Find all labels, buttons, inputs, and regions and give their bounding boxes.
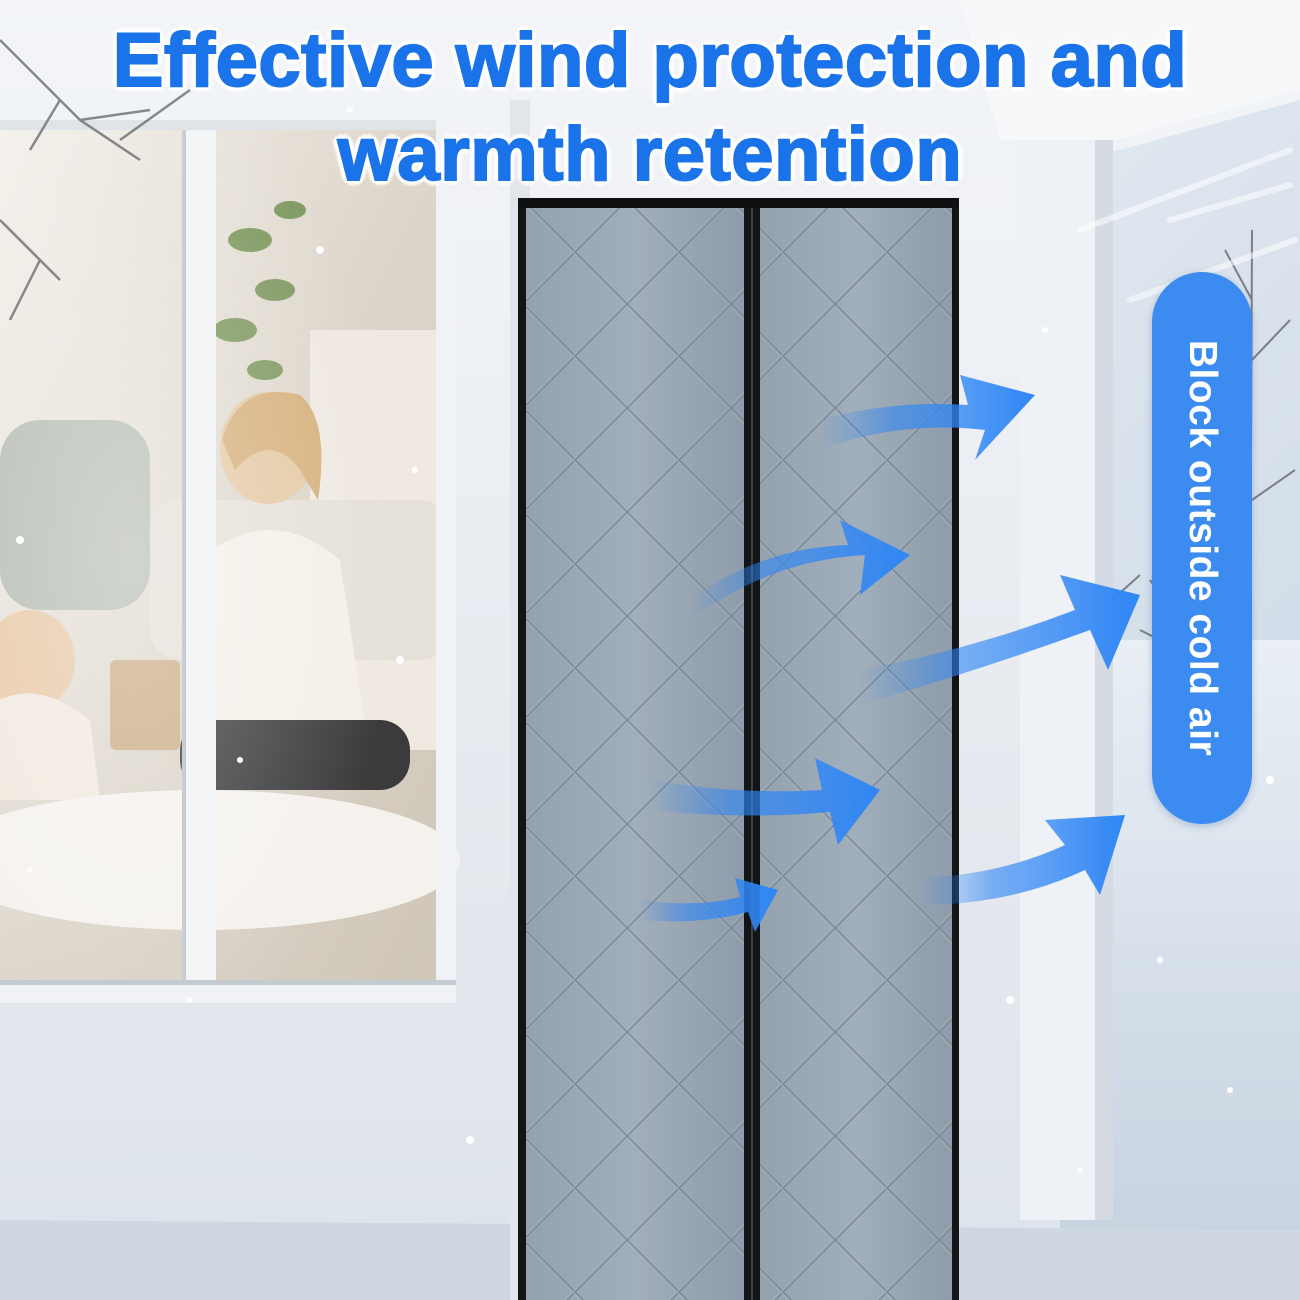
pillar-shadow: [1095, 130, 1113, 1220]
callout-pill: Block outside cold air: [1152, 272, 1252, 824]
wind-arrow-icon: [920, 815, 1125, 905]
wind-arrow-icon: [640, 878, 778, 932]
headline-line-2: warmth retention: [337, 111, 963, 198]
snowflakes: [16, 107, 1274, 1173]
wind-streaks: [1077, 147, 1298, 303]
wind-arrow-icon: [650, 758, 880, 845]
headline: Effective wind protection and warmth ret…: [0, 14, 1300, 202]
headline-line-1: Effective wind protection and: [112, 17, 1188, 104]
callout-text: Block outside cold air: [1181, 339, 1224, 757]
wind-arrow-icon: [820, 375, 1035, 460]
magnetic-door-curtain: [518, 198, 959, 1300]
wind-arrow-icon: [860, 575, 1140, 705]
wind-arrows: [640, 375, 1140, 932]
wind-arrow-icon: [690, 520, 910, 620]
window: [0, 39, 460, 1003]
roof-overhang: [960, 0, 1300, 140]
